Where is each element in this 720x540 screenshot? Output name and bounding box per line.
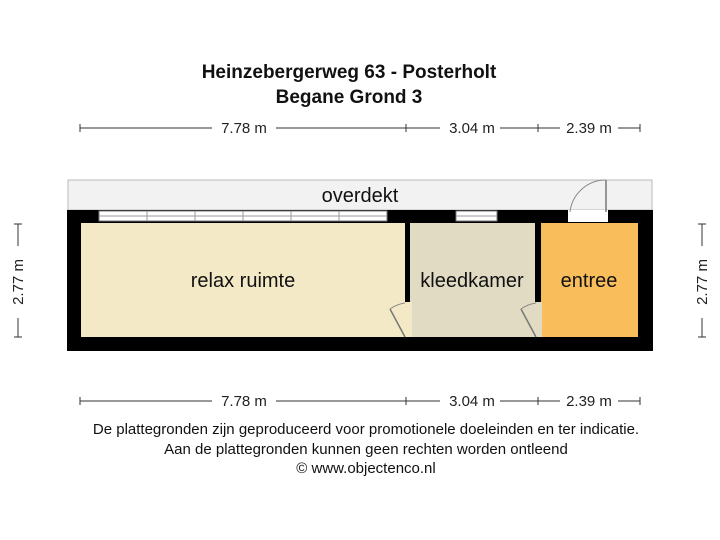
- room-relax: [81, 223, 405, 337]
- dim-top-kleedkamer: 3.04 m: [449, 120, 495, 137]
- bottom-dimensions: [79, 397, 641, 405]
- dim-bottom-kleedkamer: 3.04 m: [449, 393, 495, 410]
- room-label-kleedkamer: kleedkamer: [420, 270, 524, 292]
- room-label-overdekt: overdekt: [322, 185, 399, 207]
- top-dimensions: [79, 124, 641, 132]
- plan-subtitle: Begane Grond 3: [276, 87, 423, 108]
- disclaimer-line-1: De plattegronden zijn geproduceerd voor …: [93, 421, 639, 438]
- dim-left-height: 2.77 m: [10, 259, 27, 305]
- window-relax: [98, 210, 388, 222]
- room-label-entree: entree: [561, 270, 618, 292]
- door-kleedkamer: [520, 302, 542, 338]
- room-entree: [541, 223, 638, 337]
- dim-bottom-entree: 2.39 m: [566, 393, 612, 410]
- right-dimension: [698, 223, 706, 338]
- dim-top-entree: 2.39 m: [566, 120, 612, 137]
- disclaimer-line-2: Aan de plattegronden kunnen geen rechten…: [164, 441, 568, 458]
- plan-title: Heinzebergerweg 63 - Posterholt: [202, 62, 497, 83]
- window-kleedkamer: [455, 210, 498, 222]
- dim-top-relax: 7.78 m: [221, 120, 267, 137]
- left-dimension: [14, 223, 22, 338]
- dim-bottom-relax: 7.78 m: [221, 393, 267, 410]
- entrance-door: [568, 179, 608, 222]
- room-kleedkamer: [410, 223, 535, 337]
- room-label-relax: relax ruimte: [191, 270, 295, 292]
- copyright-line: © www.objectenco.nl: [296, 460, 435, 477]
- door-relax: [389, 302, 412, 338]
- dim-right-height: 2.77 m: [694, 259, 711, 305]
- overdekt-area: [67, 179, 653, 211]
